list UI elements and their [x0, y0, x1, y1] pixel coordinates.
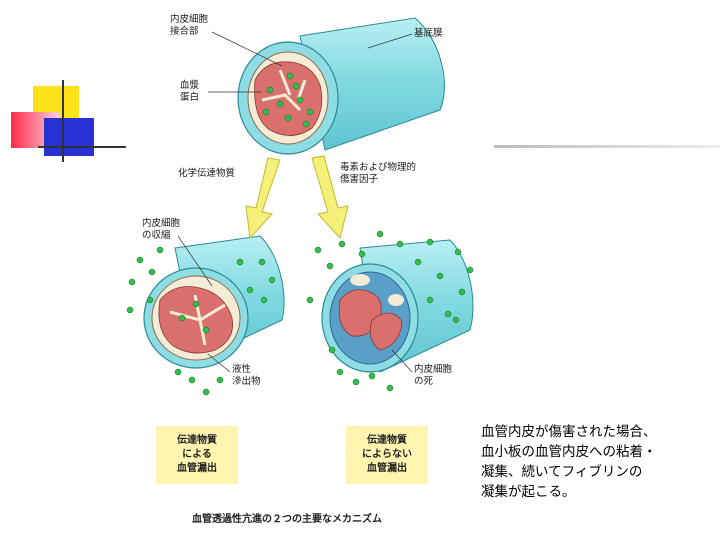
explanation-note: 血管内皮が傷害された場合、 血小板の血管内皮への粘着・ 凝集、続いてフィブリンの…: [481, 424, 657, 500]
deco-gray-rule: [494, 145, 720, 148]
label-toxin-physical-injury: 毒素および物理的 傷害因子: [340, 162, 417, 185]
label-endothelial-contraction: 内皮細胞 の収縮: [142, 218, 181, 241]
damaged-vessel: [321, 239, 474, 373]
normal-vessel: [237, 17, 445, 155]
contracted-vessel: [143, 235, 285, 369]
arrow-left: [245, 157, 281, 240]
plasma-protein-dots: [126, 72, 474, 396]
label-plasma-protein: 血漿 蛋白: [180, 80, 200, 103]
deco-vertical-line: [62, 80, 64, 162]
box-mediator-leakage: 伝達物質 による 血管漏出: [156, 426, 238, 484]
label-endothelial-junction: 内皮細胞 接合部: [170, 14, 209, 37]
arrow-right: [311, 155, 349, 240]
deco-blue-square: [44, 118, 94, 156]
diagram-caption: 血管透過性亢進の２つの主要なメカニズム: [192, 514, 382, 525]
label-chemical-mediator: 化学伝達物質: [178, 168, 236, 179]
deco-horizontal-line: [38, 146, 126, 148]
label-fluid-exudate: 液性 滲出物: [232, 364, 261, 387]
box-non-mediator-leakage: 伝達物質 によらない 血管漏出: [346, 426, 428, 484]
label-endothelial-death: 内皮細胞 の死: [414, 364, 453, 387]
label-basement-membrane: 基底膜: [414, 28, 443, 39]
